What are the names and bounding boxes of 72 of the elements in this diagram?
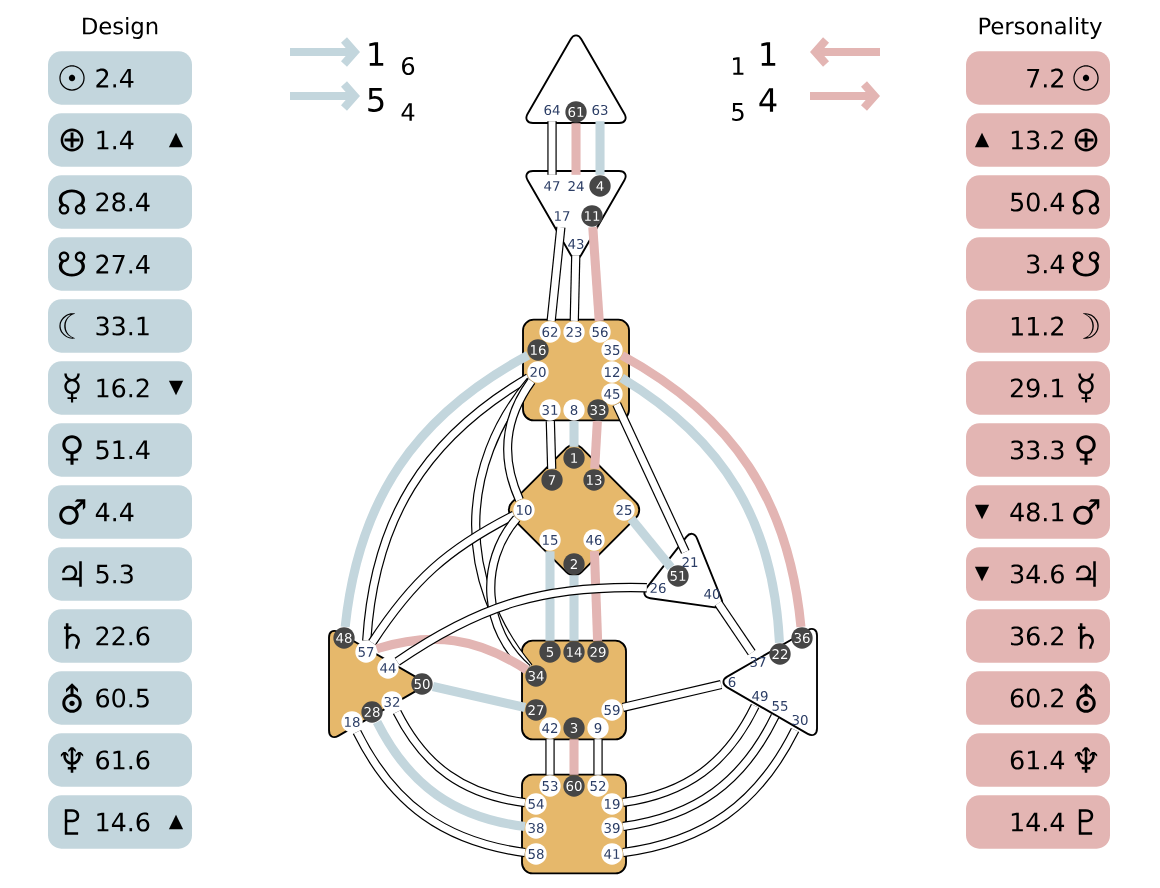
channel-line [486,515,531,672]
channel-line [569,739,579,775]
planet-box: 61.4 ♆ [966,733,1110,787]
channel-line [589,551,603,641]
planet-box: ♂ 4.4 [48,485,192,539]
planet-box: ♀ 51.4 [48,423,192,477]
center-triangle [525,34,627,124]
channel-line [590,420,602,470]
label-text: 4 [759,88,777,112]
channel-line [588,226,604,322]
planet-box: ☿ 16.2 ▼ [48,361,192,415]
channel-line [569,421,579,447]
channel-line [546,226,566,322]
label-text: 5 [732,103,744,121]
channel-line [571,123,581,175]
channel-line [471,377,535,671]
planet-box: ♇ 14.6 ▲ [48,795,192,849]
channel-line [375,634,529,674]
planet-box: 7.2 ☉ [966,51,1110,105]
channel-line [622,703,760,808]
channel-line [569,575,579,641]
channel-line [612,402,690,554]
planet-box: ▼ 48.1 ♂ [966,485,1110,539]
label-text: 1 [733,57,744,75]
channel-line [595,121,605,175]
channel-line [394,582,647,666]
planet-box: ☊ 28.4 [48,175,192,229]
channel-line [619,374,784,644]
planet-box: ♃ 5.3 [48,547,192,601]
planet-box: 33.3 ♀ [966,423,1110,477]
label-text: 1 [761,42,776,66]
planet-box: ♄ 22.6 [48,609,192,663]
channel-line [431,682,527,712]
planet-box: 3.4 ☋ [966,237,1110,291]
label-text: 1 [369,42,384,66]
channel-line [368,510,517,646]
channel-line [373,719,526,832]
center-triangle [643,532,724,609]
planet-box: 14.4 ♇ [966,795,1110,849]
planet-box: ☋ 27.4 [48,237,192,291]
planet-box: ⛢ 60.5 [48,671,192,725]
channel-line [340,351,531,628]
channel-line [622,713,780,832]
planet-box: ▼ 34.6 ♃ [966,547,1110,601]
channel-line [502,378,536,502]
channel-line [545,421,557,469]
planet-box: ⊕ 1.4 ▲ [48,113,192,167]
channel-line [569,255,581,321]
planet-box: 36.2 ♄ [966,609,1110,663]
channel-line [627,515,675,571]
planet-box: 29.1 ☿ [966,361,1110,415]
label-text: 6 [402,56,415,76]
channel-line [545,739,555,775]
channel-line [593,739,603,775]
planet-box: 60.2 ⛢ [966,671,1110,725]
label-text: 4 [401,103,415,121]
channel-line [362,373,531,642]
channel-line [714,600,756,656]
planet-box: ☉ 2.4 [48,51,192,105]
channel-line [547,121,557,175]
planet-box: 11.2 ☽ [966,299,1110,353]
channel-line [545,551,555,641]
planet-box: ♆ 61.6 [48,733,192,787]
planet-box: ☾ 33.1 [48,299,192,353]
channel-line [392,709,526,808]
channel-line [352,729,526,858]
channel-line [619,351,806,628]
channel-line [621,680,723,712]
planet-box: ▲ 13.2 ⊕ [966,113,1110,167]
label-text: 5 [368,88,384,112]
planet-box: 50.4 ☊ [966,175,1110,229]
channel-line [622,727,800,858]
